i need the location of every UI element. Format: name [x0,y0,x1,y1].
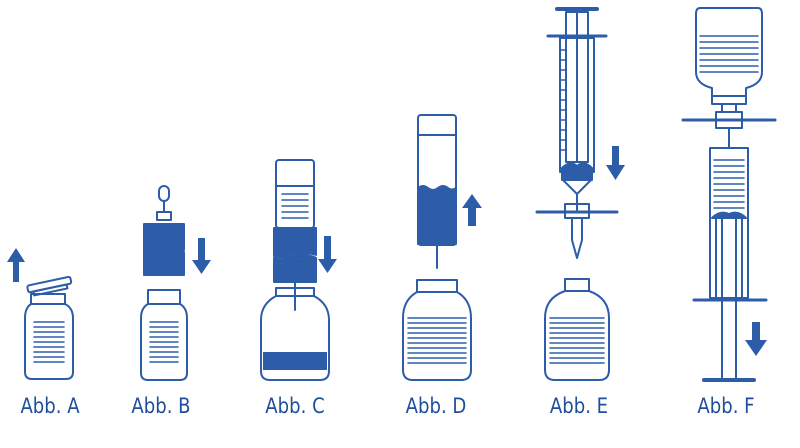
caption-abb-c: Abb. C [265,394,325,418]
syringe-barrel-f [709,147,749,299]
bottle-e-scale [549,317,605,364]
arrow-down-icon [606,146,625,180]
bottle-c [260,287,330,381]
caption-abb-a: Abb. A [20,394,80,418]
caption-abb-b: Abb. B [131,394,191,418]
plunger-head-e [561,162,593,181]
vial-b-scale [149,321,179,363]
bottle-e [544,278,610,381]
plunger-d [417,185,457,245]
figure-f [681,7,777,382]
figure-b [140,185,211,381]
adapter-body [143,223,185,254]
arrow-down-icon [318,236,337,273]
caption-abb-f: Abb. F [697,394,755,418]
caption-abb-e: Abb. E [549,394,609,418]
caption-abb-d: Abb. D [405,394,467,418]
figure-a [7,248,74,380]
vial-a-scale [33,321,65,363]
liquid-c [263,352,327,370]
arrow-up-icon [462,194,482,226]
spike-tip [158,185,170,202]
arrow-up-icon [7,248,25,282]
inverted-bottle-f [695,7,763,97]
bottle-d [402,279,472,381]
needle-e [571,217,583,259]
bottle-f-scale [699,35,759,73]
arrow-down-icon [192,238,211,274]
vial-b [140,289,188,381]
vial-a [24,293,74,380]
figure-c [260,159,337,381]
figure-d [402,114,482,381]
bottle-d-scale [407,317,467,364]
arrow-down-icon [745,322,767,356]
plunger-c [273,227,317,259]
plunger-head-f [711,211,747,219]
figure-e [535,7,625,381]
removed-cap [26,275,73,297]
